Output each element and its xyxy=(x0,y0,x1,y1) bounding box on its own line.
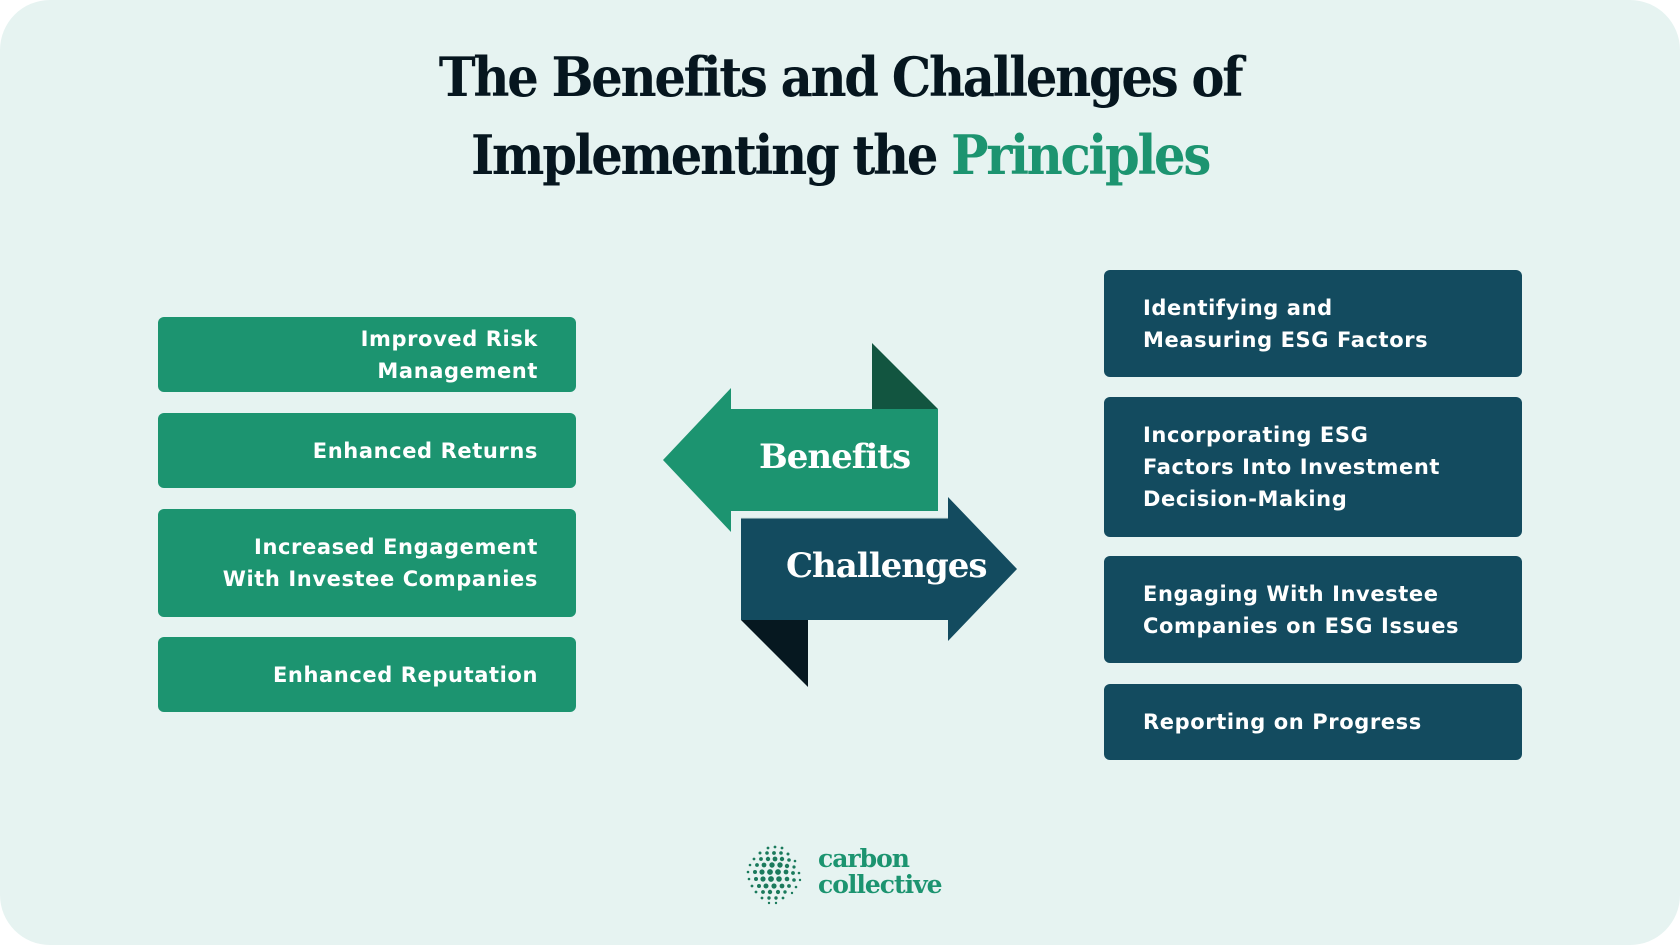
title-accent: Principles xyxy=(951,123,1211,187)
benefit-item-label: Increased Engagement With Investee Compa… xyxy=(222,535,538,591)
brand-logo-text: carbon collective xyxy=(818,846,942,898)
title-line-1: The Benefits and Challenges of xyxy=(438,45,1244,109)
challenge-item: Identifying and Measuring ESG Factors xyxy=(1104,270,1522,377)
benefit-item: Increased Engagement With Investee Compa… xyxy=(158,509,576,617)
challenge-item: Engaging With Investee Companies on ESG … xyxy=(1104,556,1522,663)
page-title: The Benefits and Challenges of Implement… xyxy=(67,38,1613,194)
brand-logo-line-2: collective xyxy=(818,870,942,899)
title-line-2: Implementing the Principles xyxy=(67,116,1613,194)
dotted-globe-icon xyxy=(746,845,802,905)
brand-logo-line-1: carbon xyxy=(818,844,910,873)
title-line-2-prefix: Implementing the xyxy=(470,123,952,187)
challenges-arrow-right-icon xyxy=(741,497,1017,687)
benefit-item-label: Enhanced Reputation xyxy=(272,662,538,687)
challenge-item-label: Engaging With Investee Companies on ESG … xyxy=(1143,581,1460,638)
benefits-arrow-label: Benefits xyxy=(759,437,911,477)
challenge-item: Incorporating ESG Factors Into Investmen… xyxy=(1104,397,1522,537)
challenge-item-label: Identifying and Measuring ESG Factors xyxy=(1143,295,1429,352)
challenge-item: Reporting on Progress xyxy=(1104,684,1522,760)
benefit-item-label: Improved Risk Management xyxy=(360,326,538,383)
challenge-item-label: Reporting on Progress xyxy=(1143,710,1422,734)
benefit-item-label: Enhanced Returns xyxy=(312,438,538,463)
challenge-item-label: Incorporating ESG Factors Into Investmen… xyxy=(1143,423,1441,511)
benefit-item: Enhanced Returns xyxy=(158,413,576,488)
challenges-arrow-label: Challenges xyxy=(786,546,988,586)
benefits-arrow-left-icon xyxy=(663,343,938,532)
benefit-item: Enhanced Reputation xyxy=(158,637,576,712)
benefit-item: Improved Risk Management xyxy=(158,317,576,392)
